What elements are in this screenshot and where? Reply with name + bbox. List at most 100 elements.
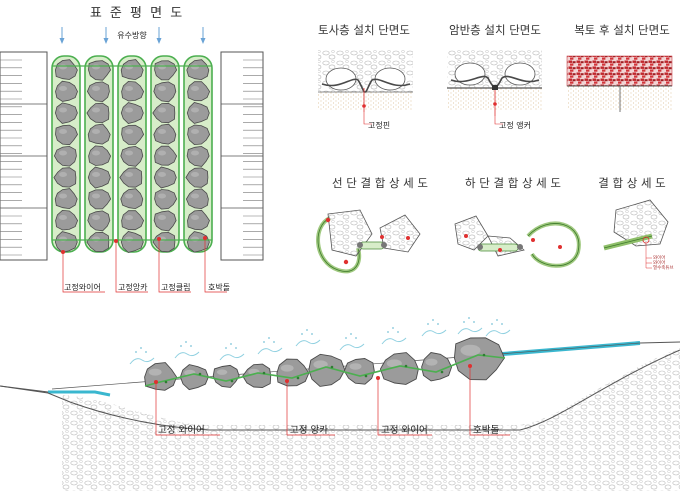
spray-drop [311,333,313,335]
spray-drop [345,337,347,339]
spray-wave [457,327,483,335]
soil-section-title: 토사층 설치 단면도 [318,23,410,37]
spray-drop [301,333,303,335]
boulder-highlight [191,107,199,113]
boulder [119,167,143,188]
profile-water-spray [129,317,511,365]
boulder-highlight [191,64,199,70]
spray-drop [190,345,192,347]
profile-boulder-highlight [425,358,438,366]
boulder-highlight [59,236,67,242]
joint-legend-3: 열수축튜브 [653,264,674,271]
stone-net-columns [51,55,213,253]
boulder-highlight [158,107,166,113]
spray-drop [392,327,394,329]
boulder [86,231,110,253]
boulder-highlight [191,129,199,134]
flow-arrow-head-icon [59,38,65,44]
wire-clip [164,380,168,384]
boulder-highlight [92,172,100,177]
boulder [120,59,144,81]
spray-drop [427,323,429,325]
boulder-highlight [92,86,100,91]
spray-drop [180,345,182,347]
joint-legend-2: 와이어 [653,259,665,266]
spray-wave [295,339,321,347]
boulder-highlight [59,215,67,220]
boulder-highlight [92,129,100,134]
spray-drop [185,341,187,343]
boulder-highlight [59,64,67,70]
rock-section-title: 암반층 설치 단면도 [449,23,541,37]
plan-leader-dots [61,236,207,254]
boulder [152,102,176,124]
plan-label-wire: 고정와이어 [64,282,101,292]
flow-direction-label: 유수방향 [117,30,147,40]
boulder-highlight [125,64,133,70]
left-scale-board [0,51,48,261]
spray-drop [135,351,137,353]
boulder [120,188,144,210]
boulder-highlight [92,150,100,156]
backfill-section: 복토 후 설치 단면도 [566,23,673,112]
boulder-highlight [125,215,133,220]
wire-clip [364,374,368,378]
lower-detail-title: 하 단 결 합 상 세 도 [465,176,561,190]
boulder-highlight [158,172,166,177]
boulder [54,231,78,253]
profile-leader-dots [154,364,472,384]
boulder-highlight [59,86,67,91]
boulder [88,145,112,166]
boulder-highlight [158,150,166,156]
spray-drop [145,351,147,353]
boulder-highlight [92,107,100,113]
flow-arrows [59,27,206,44]
soil-pin-label: 고정핀 [368,120,390,130]
boulder [86,81,110,103]
profile-boulder-highlight [216,369,228,375]
flow-arrow-head-icon [156,38,162,44]
spray-drop [463,321,465,323]
joint-detail: 결 합 상 세 도 와이어 와이어 열수축튜브 [598,176,673,271]
spray-wave [421,329,447,337]
spray-drop [432,319,434,321]
boulder-highlight [191,86,199,91]
boulder [121,80,145,102]
spray-drop [350,333,352,335]
upper-detail-title: 선 단 결 합 상 세 도 [332,176,428,190]
boulder-highlight [158,64,166,70]
boulder [185,188,209,210]
spray-drop [273,341,275,343]
profile-boulder [276,358,310,387]
boulder [53,167,77,188]
spray-drop [268,337,270,339]
profile-net [144,353,506,387]
boulder-highlight [59,150,67,156]
profile-label-wire-1: 고정 와이어 [158,424,205,436]
spray-drop [235,347,237,349]
spray-drop [306,329,308,331]
joint-legend-1: 와이어 [653,254,665,261]
spray-wave [174,351,200,359]
profile-label-boulder: 호박돌 [473,425,499,436]
bank-profile: 고정 와이어 고정 앙카 고정 와이어 호박돌 [0,317,680,491]
boulder-highlight [125,150,133,156]
boulder [54,59,78,80]
spray-drop [496,319,498,321]
boulder [54,188,78,210]
spray-drop [355,337,357,339]
boulder [120,102,144,124]
boulder [55,80,78,102]
boulder-highlight [125,129,133,134]
plan-label-clip: 고정클립 [161,282,190,292]
spray-wave [219,353,245,361]
boulder-highlight [59,129,67,134]
plan-leaders [62,238,227,293]
boulder [185,167,209,188]
flow-arrow-head-icon [200,38,206,44]
spray-drop [225,347,227,349]
spray-drop [397,331,399,333]
boulder-highlight [191,172,199,177]
spray-drop [140,347,142,349]
